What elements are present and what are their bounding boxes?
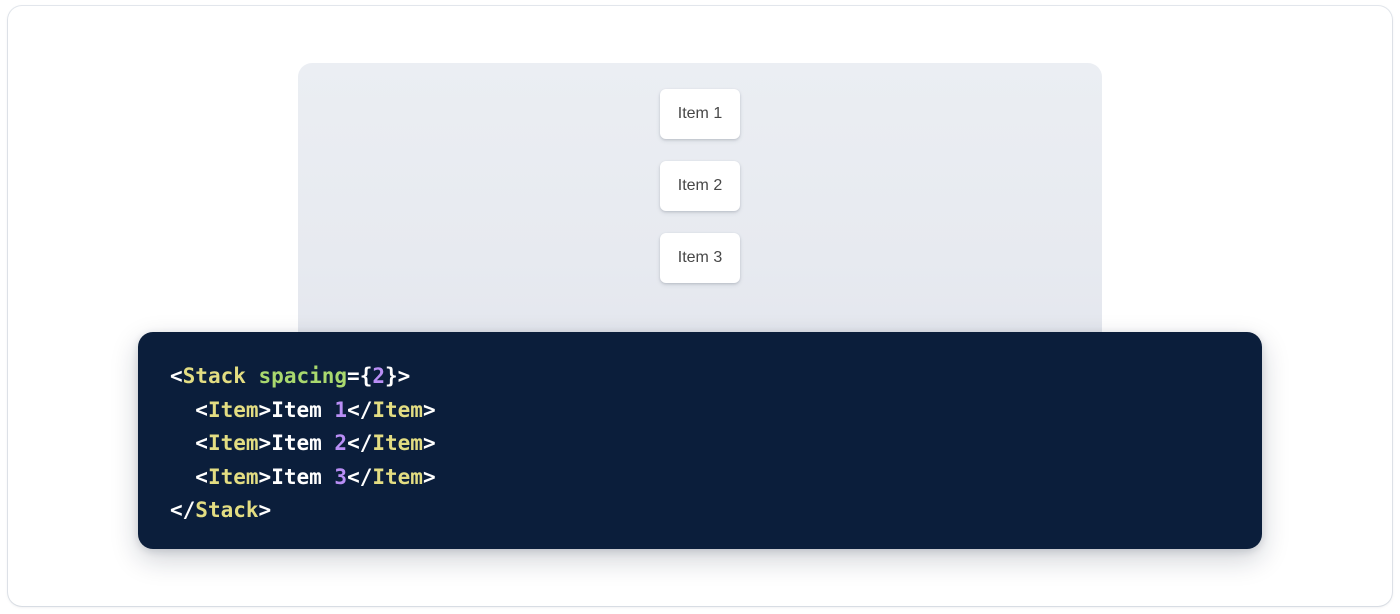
code-token-punct: </ <box>347 464 373 489</box>
code-lines: <Stack spacing={2}> <Item>Item 1</Item> … <box>170 364 436 522</box>
stack-container: Item 1 Item 2 Item 3 <box>298 89 1102 283</box>
stack-item-label: Item 3 <box>677 249 723 266</box>
code-token-tag: Item <box>207 431 259 455</box>
code-token-punct: < <box>195 431 208 455</box>
code-token-tag: Item <box>207 397 259 422</box>
code-indent <box>170 431 195 455</box>
code-indent <box>170 398 195 422</box>
code-token-punct: > <box>258 498 272 522</box>
code-token-punct: < <box>195 397 208 422</box>
code-token-punct: > <box>258 431 272 455</box>
outer-card: Item 1 Item 2 Item 3 <Stack spacing={2}>… <box>8 6 1392 606</box>
stack-item[interactable]: Item 2 <box>660 161 740 211</box>
code-token-attr: spacing <box>258 364 348 388</box>
code-token-punct: < <box>170 364 183 388</box>
code-token-punct: }> <box>385 364 411 388</box>
code-token-tag: Item <box>372 397 423 422</box>
code-token-tag: Item <box>372 431 423 455</box>
code-token-text: Item <box>271 464 335 489</box>
code-token-num: 2 <box>334 431 348 455</box>
code-token-text: Item <box>271 431 335 455</box>
code-token-punct: < <box>195 464 208 489</box>
stack-item[interactable]: Item 1 <box>660 89 740 139</box>
code-token-num: 3 <box>334 464 348 489</box>
stack-item-label: Item 1 <box>677 105 723 122</box>
component-preview-panel: Item 1 Item 2 Item 3 <box>298 63 1102 343</box>
code-token-tag: Stack <box>195 498 259 522</box>
code-token-punct: </ <box>347 397 373 422</box>
code-token-num: 1 <box>334 397 348 422</box>
code-token-punct: > <box>258 397 272 422</box>
code-token-tag: Item <box>207 464 259 489</box>
stack-item-label: Item 2 <box>677 177 723 194</box>
code-token-punct: > <box>258 464 272 489</box>
code-token-punct <box>246 364 259 388</box>
code-token-punct: > <box>422 464 436 489</box>
code-token-punct: ={ <box>347 364 373 388</box>
code-token-tag: Stack <box>182 364 246 388</box>
code-token-text: Item <box>271 397 335 422</box>
code-snippet-block[interactable]: <Stack spacing={2}> <Item>Item 1</Item> … <box>138 332 1262 549</box>
code-token-punct: > <box>422 431 436 455</box>
code-indent <box>170 465 195 489</box>
code-token-punct: </ <box>347 431 373 455</box>
stack-item[interactable]: Item 3 <box>660 233 740 283</box>
code-token-punct: > <box>422 397 436 422</box>
code-snippet-text: <Stack spacing={2}> <Item>Item 1</Item> … <box>170 360 1262 528</box>
code-token-punct: </ <box>170 498 196 522</box>
code-token-num: 2 <box>372 364 385 388</box>
code-token-tag: Item <box>372 464 423 489</box>
